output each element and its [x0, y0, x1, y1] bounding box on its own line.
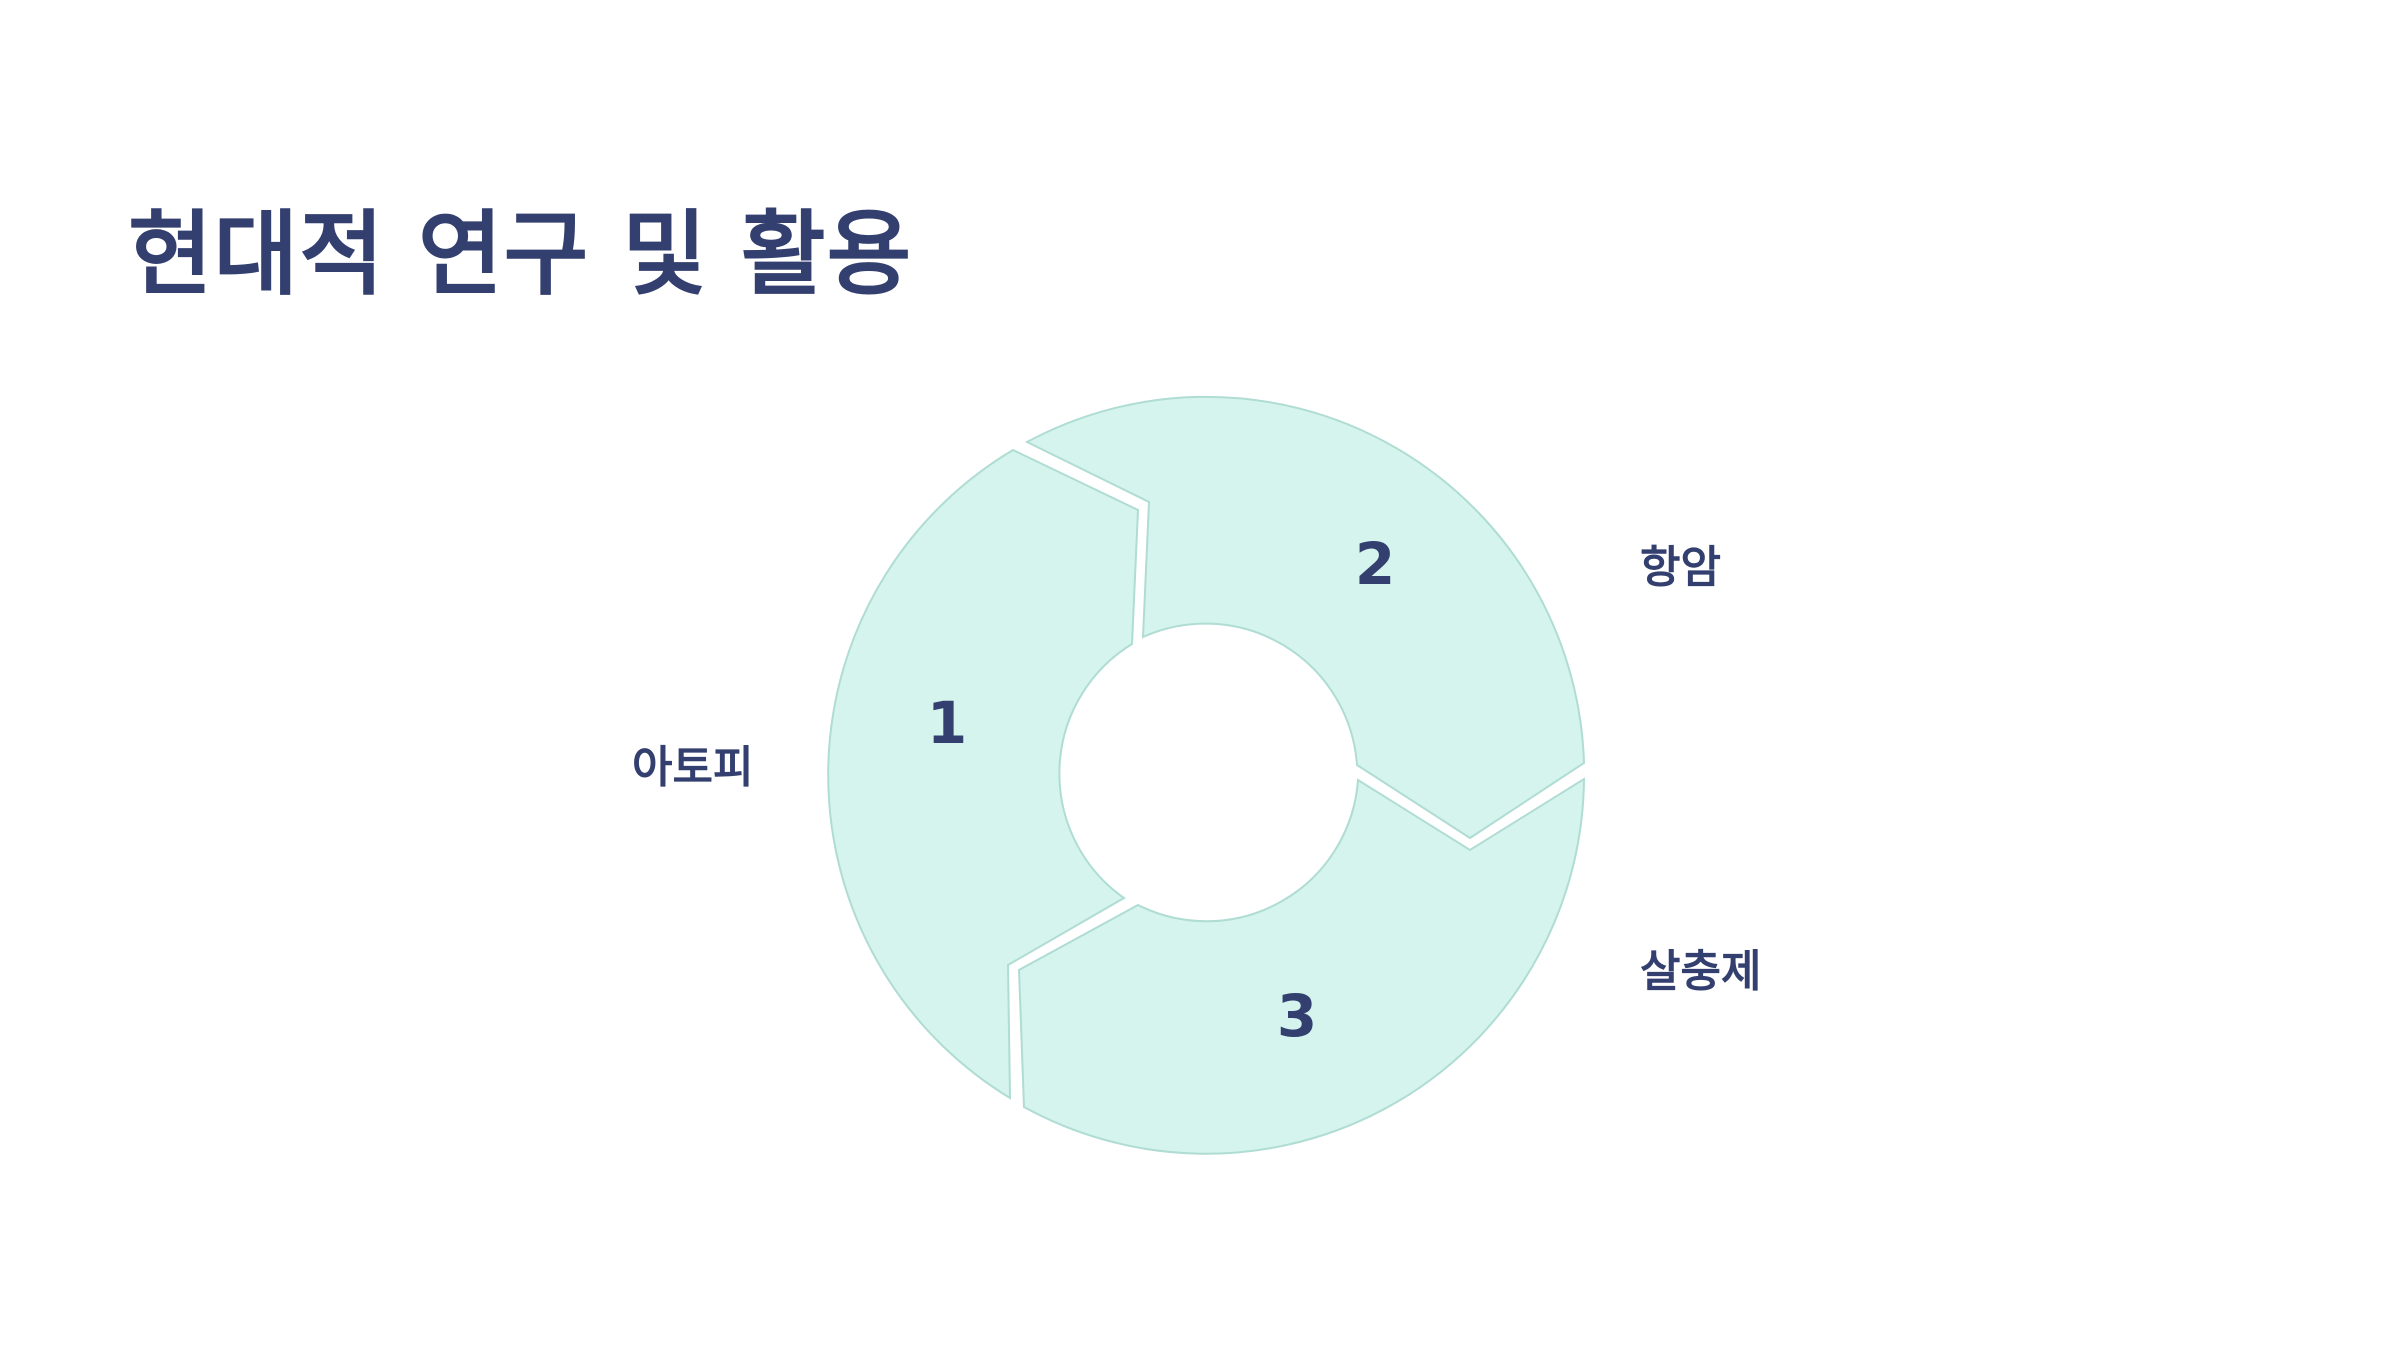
cycle-segment-1: 1 [827, 448, 1140, 1100]
segment-3-shape [1017, 777, 1586, 1155]
segment-2-shape [1024, 395, 1586, 840]
segment-1-label: 아토피 [632, 742, 754, 793]
cycle-segment-2: 2 [1024, 395, 1586, 840]
cycle-segment-3: 3 [1017, 777, 1586, 1155]
segment-3-number: 3 [1277, 982, 1317, 1050]
page-title: 현대적 연구 및 활용 [128, 201, 913, 308]
segment-1-shape [827, 448, 1140, 1100]
segment-3-label: 살충제 [1640, 946, 1762, 997]
segment-2-label: 항암 [1640, 542, 1721, 593]
segment-2-number: 2 [1355, 530, 1395, 598]
segment-1-number: 1 [927, 689, 967, 757]
